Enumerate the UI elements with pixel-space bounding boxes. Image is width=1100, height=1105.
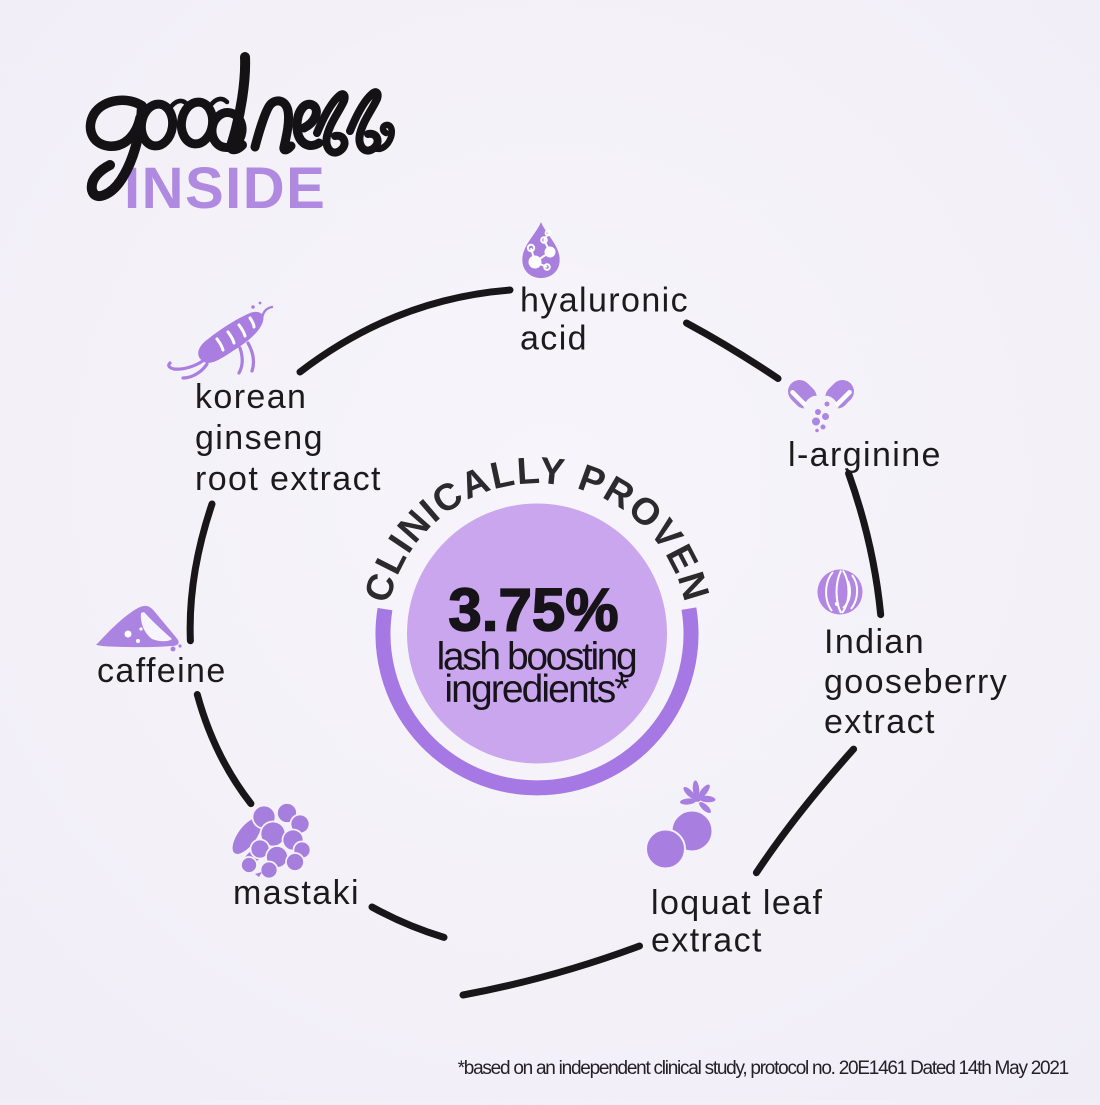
svg-text:INSIDE: INSIDE — [124, 156, 326, 221]
svg-text:caffeine: caffeine — [97, 652, 227, 690]
svg-text:*based on an independent clini: *based on an independent clinical study,… — [458, 1058, 1069, 1079]
svg-text:ingredients*: ingredients* — [444, 668, 629, 711]
svg-text:extract: extract — [651, 922, 763, 960]
svg-text:l-arginine: l-arginine — [788, 436, 942, 474]
svg-text:3.75%: 3.75% — [448, 576, 618, 643]
svg-text:Indian: Indian — [824, 623, 925, 661]
svg-text:loquat leaf: loquat leaf — [651, 884, 823, 922]
svg-text:korean: korean — [195, 378, 307, 416]
svg-text:extract: extract — [824, 703, 936, 741]
svg-text:ginseng: ginseng — [195, 419, 324, 457]
svg-text:acid: acid — [520, 320, 588, 358]
svg-text:gooseberry: gooseberry — [824, 663, 1008, 701]
svg-text:lash boosting: lash boosting — [437, 636, 636, 679]
svg-text:root extract: root extract — [195, 460, 382, 498]
svg-text:hyaluronic: hyaluronic — [520, 282, 689, 320]
svg-text:mastaki: mastaki — [233, 874, 360, 912]
